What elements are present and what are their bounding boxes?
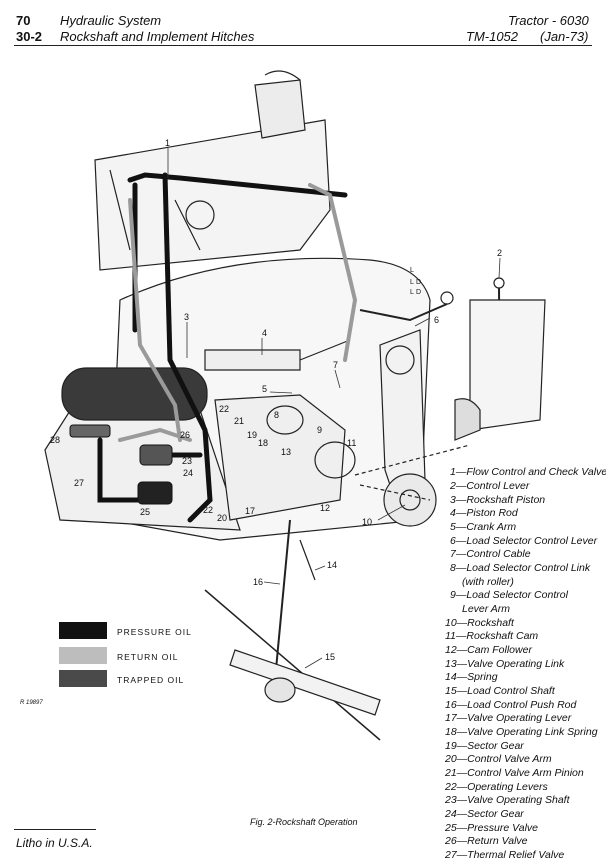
part-list-item: 13—Valve Operating Link (445, 658, 565, 670)
callout-23: 23 (182, 456, 192, 466)
part-list-item: 10—Rockshaft (445, 617, 514, 629)
part-list-item: 1—Flow Control and Check Valve (450, 466, 606, 478)
callout-2: 2 (497, 248, 502, 258)
callout-1: 1 (165, 138, 170, 148)
callout-11: 11 (347, 438, 356, 448)
manual-number: TM-1052 (466, 29, 519, 44)
part-list-item: 16—Load Control Push Rod (445, 699, 577, 711)
callout-9: 9 (317, 425, 322, 435)
figure-code: R 19897 (20, 700, 43, 706)
part-list-item: 2—Control Lever (450, 480, 530, 492)
callout-25: 25 (140, 507, 150, 517)
callout-3: 3 (184, 312, 189, 322)
callout-13: 13 (281, 447, 291, 457)
part-list-item: (with roller) (462, 576, 514, 588)
part-list-item: 20—Control Valve Arm (445, 753, 552, 765)
selector-mark-1: L (410, 267, 414, 274)
callout-18: 18 (258, 438, 268, 448)
manual-date: (Jan-73) (540, 29, 589, 44)
tractor-model: Tractor - 6030 (508, 13, 589, 28)
part-list-item: 4—Piston Rod (450, 507, 518, 519)
part-list-item: 14—Spring (445, 671, 498, 683)
part-list-item: 5—Crank Arm (450, 521, 517, 533)
selector-mark-4: L (410, 289, 414, 296)
part-list-item: 24—Sector Gear (445, 808, 524, 820)
part-list-item: 27—Thermal Relief Valve (445, 849, 565, 861)
legend-swatch-trapped (59, 670, 107, 687)
legend-label-return: RETURN OIL (117, 652, 179, 662)
figure-caption: Fig. 2-Rockshaft Operation (250, 817, 358, 827)
part-list-item: 17—Valve Operating Lever (445, 712, 572, 724)
callout-22b: 22 (203, 505, 213, 515)
callout-8: 8 (274, 410, 279, 420)
callout-6: 6 (434, 315, 439, 325)
part-list-item: 12—Cam Follower (445, 644, 532, 656)
part-list-item: 9—Load Selector Control (450, 589, 568, 601)
callout-7: 7 (333, 360, 338, 370)
callout-27: 27 (74, 478, 84, 488)
callout-17: 17 (245, 506, 255, 516)
page-number: 70 (16, 13, 31, 28)
section-number: 30-2 (16, 29, 43, 44)
callout-5: 5 (262, 384, 267, 394)
selector-mark-5: D (416, 289, 421, 296)
callout-19: 19 (247, 430, 257, 440)
callout-26: 26 (180, 430, 190, 440)
callout-21: 21 (234, 416, 244, 426)
legend-swatch-return (59, 647, 107, 664)
callout-16: 16 (253, 577, 263, 587)
part-list-item: 25—Pressure Valve (445, 822, 538, 834)
legend-label-pressure: PRESSURE OIL (117, 627, 192, 637)
callout-4: 4 (262, 328, 267, 338)
callout-22a: 22 (219, 404, 229, 414)
callout-12: 12 (320, 503, 330, 513)
part-list-item: 23—Valve Operating Shaft (445, 794, 570, 806)
legend-swatch-pressure (59, 622, 107, 639)
part-list-item: 19—Sector Gear (445, 740, 524, 752)
footer-rule (14, 829, 96, 830)
part-list-item: 15—Load Control Shaft (445, 685, 555, 697)
legend-label-trapped: TRAPPED OIL (117, 675, 185, 685)
selector-mark-2: L (410, 279, 414, 286)
callout-20: 20 (217, 513, 227, 523)
part-list-item: 21—Control Valve Arm Pinion (445, 767, 584, 779)
part-list-item: 26—Return Valve (445, 835, 528, 847)
footer-litho: Litho in U.S.A. (16, 836, 93, 850)
header-rule (14, 45, 592, 46)
selector-mark-3: D (416, 279, 421, 286)
part-list-item: 6—Load Selector Control Lever (450, 535, 598, 547)
callout-15: 15 (325, 652, 335, 662)
chapter-title: Hydraulic System (60, 13, 162, 28)
part-list-item: Lever Arm (462, 603, 511, 615)
callout-14: 14 (327, 560, 337, 570)
callout-28: 28 (50, 435, 60, 445)
part-list-item: 3—Rockshaft Piston (450, 494, 546, 506)
section-title: Rockshaft and Implement Hitches (60, 29, 255, 44)
part-list-item: 22—Operating Levers (445, 781, 548, 793)
part-list-item: 11—Rockshaft Cam (445, 630, 539, 642)
part-list-item: 8—Load Selector Control Link (450, 562, 591, 574)
part-list-item: 7—Control Cable (450, 548, 531, 560)
part-list-item: 18—Valve Operating Link Spring (445, 726, 598, 738)
callout-10: 10 (362, 517, 372, 527)
callout-24: 24 (183, 468, 193, 478)
